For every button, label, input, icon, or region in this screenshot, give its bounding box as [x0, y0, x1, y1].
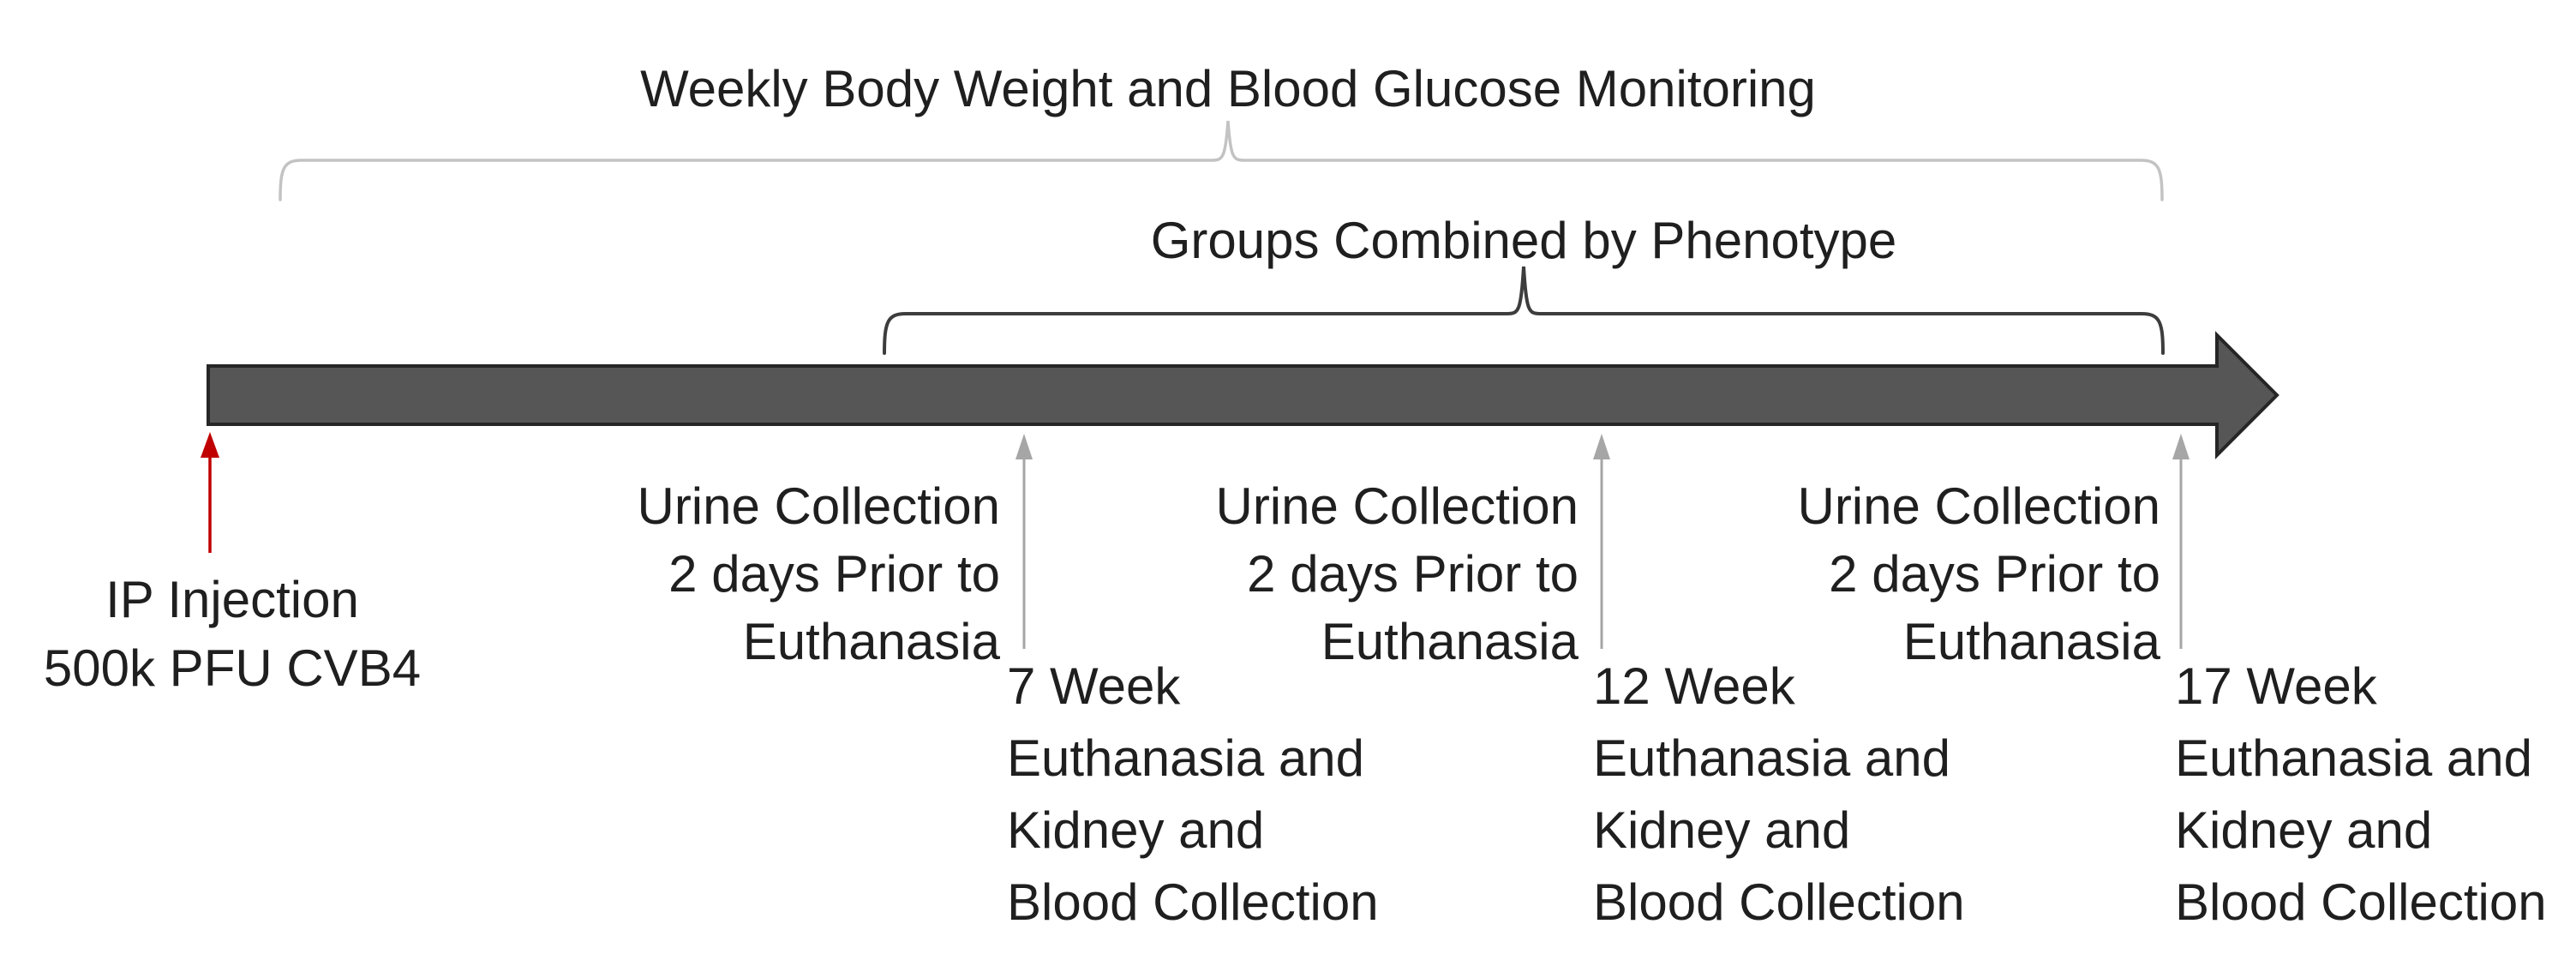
injection-arrow-icon [201, 432, 219, 553]
milestone-week: 12 Week [1593, 657, 1795, 715]
milestone-line: Blood Collection [1007, 873, 1379, 931]
event-arrow-icon-17wk [2172, 434, 2190, 649]
event-arrow-icon-12wk [1593, 434, 1610, 649]
note-line: Urine Collection [1797, 477, 2160, 535]
event-arrow-icon-7wk [1015, 434, 1033, 649]
phenotype-bracket-brace [883, 266, 2165, 355]
urine-collection-note-17wk: Urine Collection 2 days Prior to Euthana… [1561, 472, 2160, 675]
ip-injection-line: IP Injection [105, 571, 359, 628]
milestone-line: Kidney and [1593, 801, 1851, 859]
note-line: Euthanasia [1321, 613, 1579, 670]
note-line: Urine Collection [1215, 477, 1579, 535]
milestone-line: Kidney and [2175, 801, 2433, 859]
note-line: 2 days Prior to [1247, 545, 1579, 603]
milestone-line: Euthanasia and [1007, 729, 1365, 787]
urine-collection-note-7wk: Urine Collection 2 days Prior to Euthana… [400, 472, 1000, 675]
weekly-monitoring-label: Weekly Body Weight and Blood Glucose Mon… [640, 60, 1816, 117]
timeline-arrow [207, 331, 2279, 459]
top-bracket-brace [279, 120, 2164, 201]
milestone-line: Euthanasia and [1593, 729, 1951, 787]
milestone-7-week: 7 Week Euthanasia and Kidney and Blood C… [1007, 651, 1573, 939]
note-line: 2 days Prior to [1829, 545, 2160, 603]
milestone-line: Blood Collection [1593, 873, 1965, 931]
milestone-12-week: 12 Week Euthanasia and Kidney and Blood … [1593, 651, 2159, 939]
milestone-17-week: 17 Week Euthanasia and Kidney and Blood … [2175, 651, 2576, 939]
urine-collection-note-12wk: Urine Collection 2 days Prior to Euthana… [979, 472, 1579, 675]
ip-injection-dose-line: 500k PFU CVB4 [43, 639, 422, 697]
milestone-line: Kidney and [1007, 801, 1265, 859]
milestone-week: 17 Week [2175, 657, 2377, 715]
milestone-line: Euthanasia and [2175, 729, 2533, 787]
groups-combined-label: Groups Combined by Phenotype [1150, 212, 1897, 269]
note-line: Urine Collection [637, 477, 1000, 535]
note-line: Euthanasia [1902, 613, 2160, 670]
milestone-week: 7 Week [1007, 657, 1181, 715]
note-line: 2 days Prior to [668, 545, 1000, 603]
ip-injection-label: IP Injection 500k PFU CVB4 [18, 566, 446, 703]
milestone-line: Blood Collection [2175, 873, 2547, 931]
note-line: Euthanasia [742, 613, 1000, 670]
